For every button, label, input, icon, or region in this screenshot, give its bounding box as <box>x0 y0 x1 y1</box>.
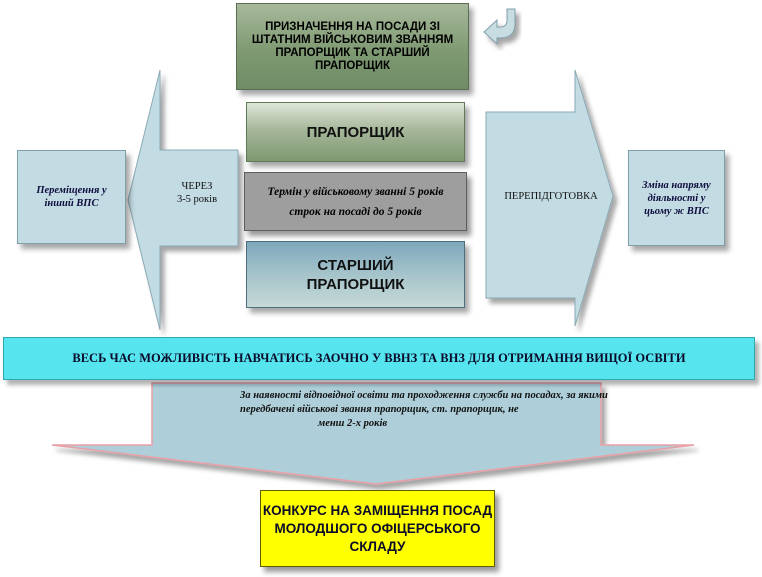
officer-competition-text: КОНКУРС НА ЗАМІЩЕННЯ ПОСАД МОЛОДШОГО ОФІ… <box>262 502 493 554</box>
condition-text: За наявності відповідної освіти та прохо… <box>240 390 608 415</box>
rank-senior-line1: СТАРШИЙ <box>317 256 394 274</box>
education-banner-text: ВЕСЬ ЧАС МОЖЛИВІСТЬ НАВЧАТИСЬ ЗАОЧНО У В… <box>72 351 686 365</box>
rank-senior-line2: ПРАПОРЩИК <box>306 275 405 293</box>
down-arrow <box>51 382 695 485</box>
officer-competition-box: КОНКУРС НА ЗАМІЩЕННЯ ПОСАД МОЛОДШОГО ОФІ… <box>260 490 495 567</box>
transfer-box: Переміщення у інший ВПС <box>17 150 126 244</box>
activity-change-box: Зміна напряму діяльності у цьому ж ВПС <box>628 150 725 246</box>
appointment-box: ПРИЗНАЧЕННЯ НА ПОСАДИ ЗІ ШТАТНИМ ВІЙСЬКО… <box>236 3 469 90</box>
appointment-text: ПРИЗНАЧЕННЯ НА ПОСАДИ ЗІ ШТАТНИМ ВІЙСЬКО… <box>251 20 454 72</box>
retraining-text: ПЕРЕПІДГОТОВКА <box>504 191 598 202</box>
rank-senior-praporshchyk: СТАРШИЙ ПРАПОРЩИК <box>246 241 465 308</box>
left-arrow <box>127 69 239 331</box>
activity-change-text: Зміна напряму діяльності у цьому ж ВПС <box>642 179 711 217</box>
rank-praporshchyk: ПРАПОРЩИК <box>246 102 465 162</box>
condition-tail: менш 2-х років <box>318 418 388 429</box>
right-arrow <box>485 69 614 327</box>
transfer-text: Переміщення у інший ВПС <box>36 185 107 209</box>
rank-praporshchyk-label: ПРАПОРЩИК <box>306 123 405 141</box>
down-arrow-text: За наявності відповідної освіти та прохо… <box>240 389 620 431</box>
return-arrow-icon <box>483 8 516 46</box>
right-arrow-label: ПЕРЕПІДГОТОВКА <box>492 190 610 203</box>
left-arrow-line2: 3-5 років <box>176 194 218 205</box>
service-terms-box: Термін у військовому званні 5 років стро… <box>244 172 467 231</box>
service-term-position: строк на посаді до 5 років <box>289 205 422 218</box>
left-arrow-label: ЧЕРЕЗ 3-5 років <box>160 180 234 206</box>
left-arrow-line1: ЧЕРЕЗ <box>181 181 213 192</box>
service-term-rank: Термін у військовому званні 5 років <box>267 185 444 198</box>
education-banner: ВЕСЬ ЧАС МОЖЛИВІСТЬ НАВЧАТИСЬ ЗАОЧНО У В… <box>3 337 755 380</box>
